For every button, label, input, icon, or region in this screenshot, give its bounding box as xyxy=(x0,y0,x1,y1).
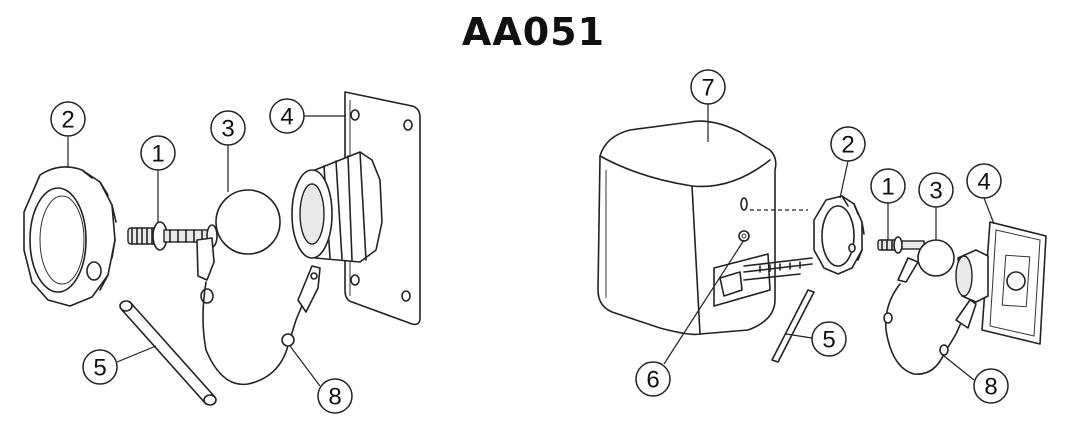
left-callout-8: 8 xyxy=(289,345,353,414)
svg-text:5: 5 xyxy=(822,327,835,354)
left-ball xyxy=(215,189,281,255)
right-bolts xyxy=(743,257,813,281)
svg-text:7: 7 xyxy=(701,75,714,102)
svg-text:2: 2 xyxy=(841,132,854,159)
svg-text:3: 3 xyxy=(221,116,234,143)
left-assembly xyxy=(23,91,421,406)
right-callout-1: 1 xyxy=(870,168,906,240)
left-lanyard xyxy=(196,237,321,386)
svg-text:2: 2 xyxy=(61,107,74,134)
left-mounting-plate xyxy=(291,91,421,326)
right-callout-4: 4 xyxy=(966,163,1002,225)
left-callout-4: 4 xyxy=(269,98,346,134)
right-callout-3: 3 xyxy=(918,172,954,240)
right-callout-2: 2 xyxy=(830,126,866,199)
right-ball xyxy=(917,239,955,277)
left-callout-1: 1 xyxy=(140,135,176,222)
svg-text:1: 1 xyxy=(151,141,164,168)
right-callout-6: 6 xyxy=(635,239,745,397)
diagram-title: AA051 xyxy=(461,10,606,54)
right-callout-7: 7 xyxy=(690,69,726,142)
svg-text:4: 4 xyxy=(977,169,990,196)
svg-text:1: 1 xyxy=(881,174,894,201)
svg-text:6: 6 xyxy=(646,367,659,394)
right-knob xyxy=(813,195,865,275)
svg-text:4: 4 xyxy=(280,104,293,131)
svg-text:3: 3 xyxy=(929,178,942,205)
right-mounting-plate xyxy=(955,221,1047,345)
svg-text:5: 5 xyxy=(93,355,106,382)
left-callout-5: 5 xyxy=(82,345,157,385)
left-knob xyxy=(23,166,117,307)
right-housing xyxy=(597,120,808,336)
svg-text:8: 8 xyxy=(984,374,997,401)
left-callout-2: 2 xyxy=(50,101,86,168)
right-callout-8: 8 xyxy=(943,355,1009,404)
right-threaded-stud xyxy=(877,236,925,254)
right-assembly xyxy=(597,120,1047,375)
left-pin xyxy=(119,300,217,406)
left-callout-3: 3 xyxy=(210,110,246,192)
right-lanyard xyxy=(883,257,977,375)
svg-text:8: 8 xyxy=(328,384,341,411)
right-pin xyxy=(771,289,815,363)
right-callout-5: 5 xyxy=(785,321,847,357)
